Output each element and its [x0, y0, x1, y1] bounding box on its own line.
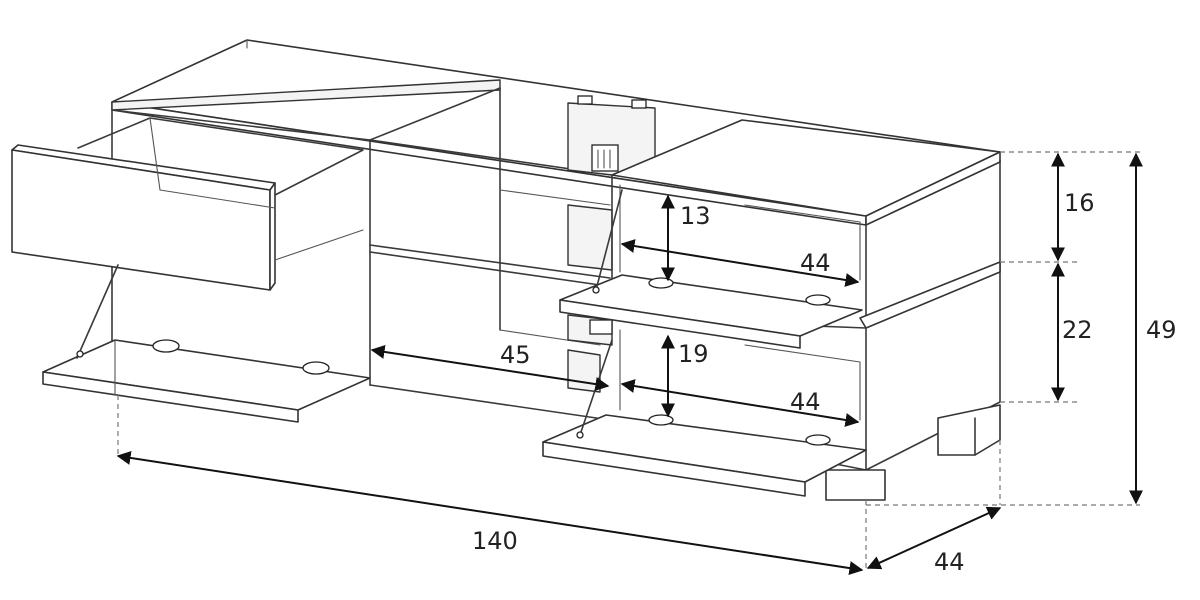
hinge-right-lower-1 [648, 414, 674, 426]
label-overall-width: 140 [472, 527, 518, 555]
dim-line-depth [866, 506, 1002, 570]
label-upper-clearance: 13 [680, 202, 711, 230]
hinge-left-2 [302, 361, 330, 375]
label-lower-clearance: 19 [678, 340, 709, 368]
label-open-compartment-width: 45 [500, 341, 531, 369]
dim-line-open-width [370, 344, 610, 392]
foot-front [825, 469, 886, 501]
pullout-drawer [11, 117, 364, 291]
cabinet-body [111, 39, 1001, 501]
label-upper-compartment-width: 44 [800, 249, 831, 277]
hinge-right-lower-2 [805, 434, 831, 446]
dim-line-width [116, 450, 864, 576]
dimension-lines [116, 151, 1143, 576]
label-middle-section-height: 22 [1062, 316, 1093, 344]
hinge-right-upper-2 [805, 294, 831, 306]
dim-line-upper-width [620, 239, 860, 287]
foot-back [937, 404, 1001, 456]
right-upper-flap [559, 189, 863, 349]
label-overall-height: 49 [1146, 316, 1177, 344]
label-lower-compartment-width: 44 [790, 388, 821, 416]
label-top-section-height: 16 [1064, 189, 1095, 217]
label-depth: 44 [934, 548, 965, 576]
left-flap-door [42, 264, 371, 423]
hinge-left-1 [152, 339, 180, 353]
dim-line-lower-width [620, 379, 860, 427]
hinge-right-upper-1 [648, 277, 674, 289]
